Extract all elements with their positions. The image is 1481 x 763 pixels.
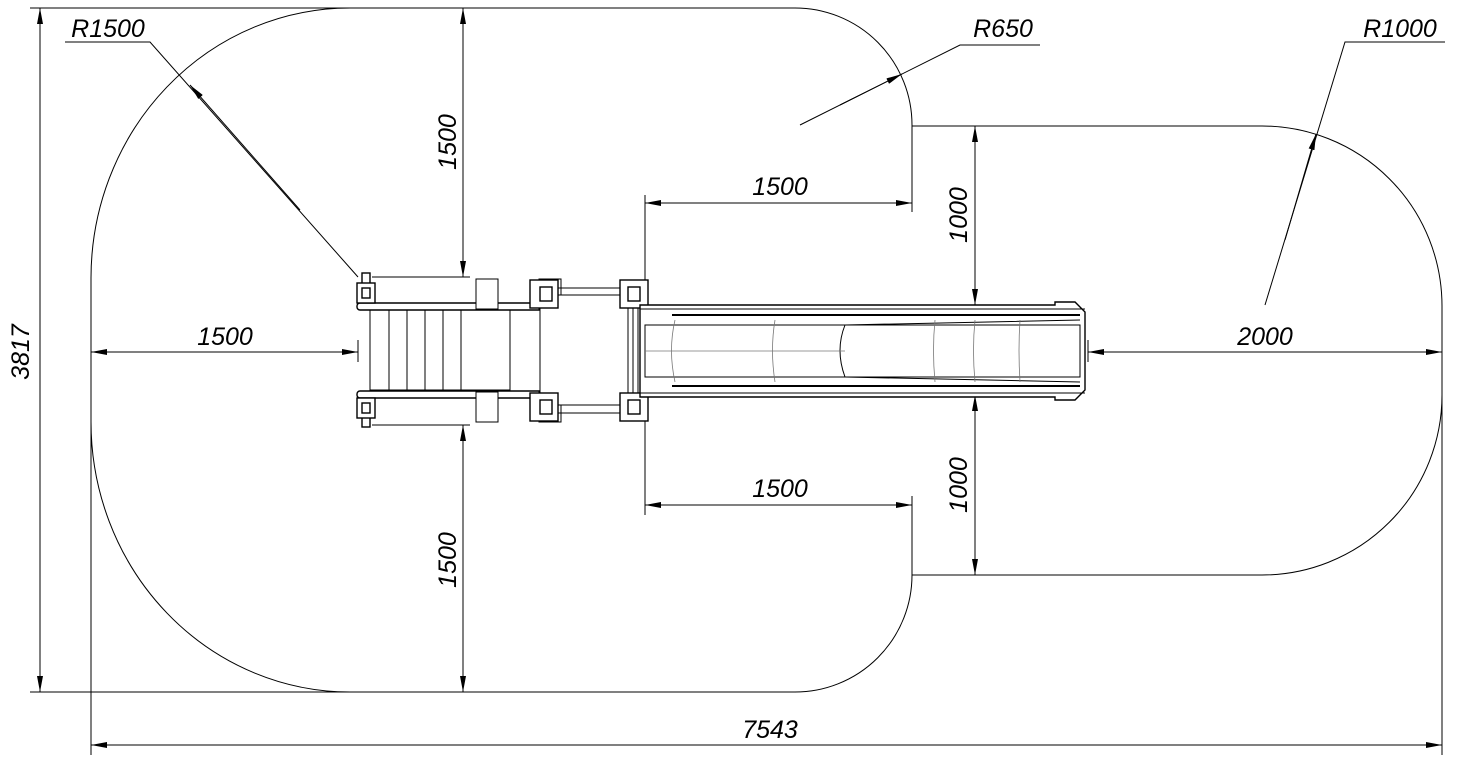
radius-right-label: R1000 — [1363, 15, 1437, 43]
dim-slide-end-clearance: 2000 — [1236, 323, 1293, 351]
dimension-lines — [37, 8, 1442, 748]
radius-leaders — [65, 41, 1445, 306]
dim-slide-top-offset: 1500 — [752, 173, 808, 201]
radius-middle-label: R650 — [973, 15, 1033, 43]
dim-top-clearance: 1500 — [434, 114, 462, 170]
dim-slide-bottom-offset: 1500 — [752, 475, 808, 503]
radius-left-label: R1500 — [71, 15, 145, 43]
dim-slide-bottom-clearance: 1000 — [945, 457, 973, 513]
dim-left-clearance: 1500 — [197, 323, 253, 351]
safety-zone-outline — [90, 7, 1443, 693]
dim-overall-height: 3817 — [7, 323, 35, 380]
dim-slide-top-clearance: 1000 — [945, 187, 973, 243]
playground-slide-equipment — [356, 272, 1086, 428]
dim-overall-width: 7543 — [742, 716, 798, 744]
dim-bottom-clearance: 1500 — [434, 532, 462, 588]
